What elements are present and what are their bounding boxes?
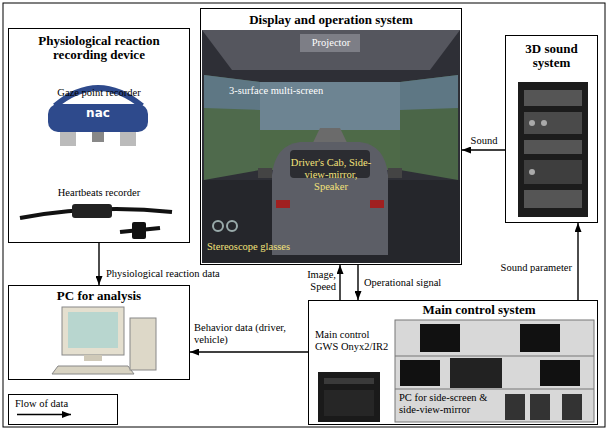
outer-frame (3, 3, 605, 427)
simulator-photo (202, 30, 460, 263)
data-flow-arrow (577, 223, 578, 300)
part-label: Heartbeats recorder (13, 187, 185, 199)
system-box: PC for analysis (8, 285, 190, 380)
data-flow-arrow (357, 265, 358, 300)
logo-text: nac (78, 107, 118, 120)
data-flow-arrow (98, 243, 99, 285)
system-box: Display and operation systemProjector 3-s… (200, 8, 462, 265)
analysis-pc-picture (52, 307, 156, 374)
flow-label: Operational signal (364, 277, 464, 289)
data-flow-arrow (462, 149, 505, 150)
part-label: Projector (301, 37, 361, 49)
sound-rack-picture (518, 82, 588, 217)
data-flow-arrow (190, 351, 308, 352)
gws-tower-picture (318, 372, 380, 422)
system-box: 3D sound system (505, 35, 598, 223)
system-box: Physiological reaction recording deviceG… (8, 28, 190, 243)
part-label: Driver's Cab, Side-view-mirror, Speaker (287, 157, 375, 193)
part-label: 3-surface multi-screen (229, 85, 359, 97)
part-label: PC for side-screen & side-view-mirror (399, 392, 503, 416)
box-title: PC for analysis (13, 289, 185, 303)
flow-label: Sound parameter (486, 262, 572, 274)
box-title: Physiological reaction recording device (13, 34, 185, 63)
part-label: Gaze point recorder (13, 87, 185, 99)
flow-label: Behavior data (driver, vehicle) (194, 322, 304, 346)
box-title: 3D sound system (509, 42, 594, 71)
legend-box: Flow of data (8, 394, 118, 425)
box-title: Main control system (369, 303, 589, 317)
legend-arrow-sample (15, 410, 75, 419)
side-screen-shelf-picture (395, 320, 594, 422)
data-flow-arrow (339, 265, 340, 300)
system-box: Main control systemMain control GWS Onyx… (308, 300, 598, 425)
flow-label: Image, Speed (286, 269, 336, 293)
part-label: Stereoscope glasses (207, 241, 327, 253)
flow-label: Physiological reaction data (106, 268, 238, 280)
flow-label: Sound (464, 135, 504, 147)
part-label: Main control GWS Onyx2/IR2 (315, 329, 395, 353)
box-title: Display and operation system (205, 13, 457, 27)
legend-text: Flow of data (15, 398, 111, 410)
legend-entry: Flow of data (15, 398, 111, 419)
heartbeat-recorder-picture (20, 204, 172, 239)
